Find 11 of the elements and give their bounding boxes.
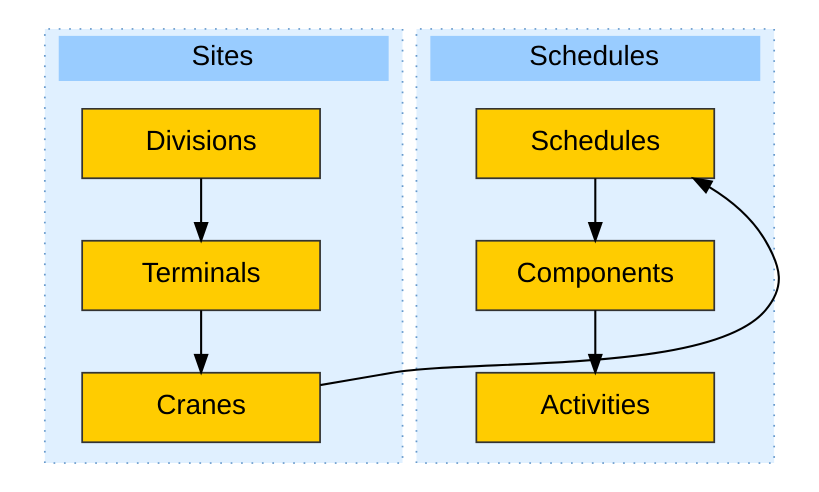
node-box: Schedules: [475, 108, 716, 180]
node-box: Cranes: [81, 372, 321, 444]
arrow: [194, 178, 209, 244]
arrow: [588, 310, 603, 376]
arrow: [320, 176, 780, 386]
arrow: [194, 310, 209, 376]
node-box: Activities: [475, 372, 716, 444]
node-box: Components: [475, 240, 716, 312]
arrow: [588, 178, 603, 244]
node-box: Terminals: [81, 240, 321, 312]
node-box: Divisions: [81, 108, 321, 180]
